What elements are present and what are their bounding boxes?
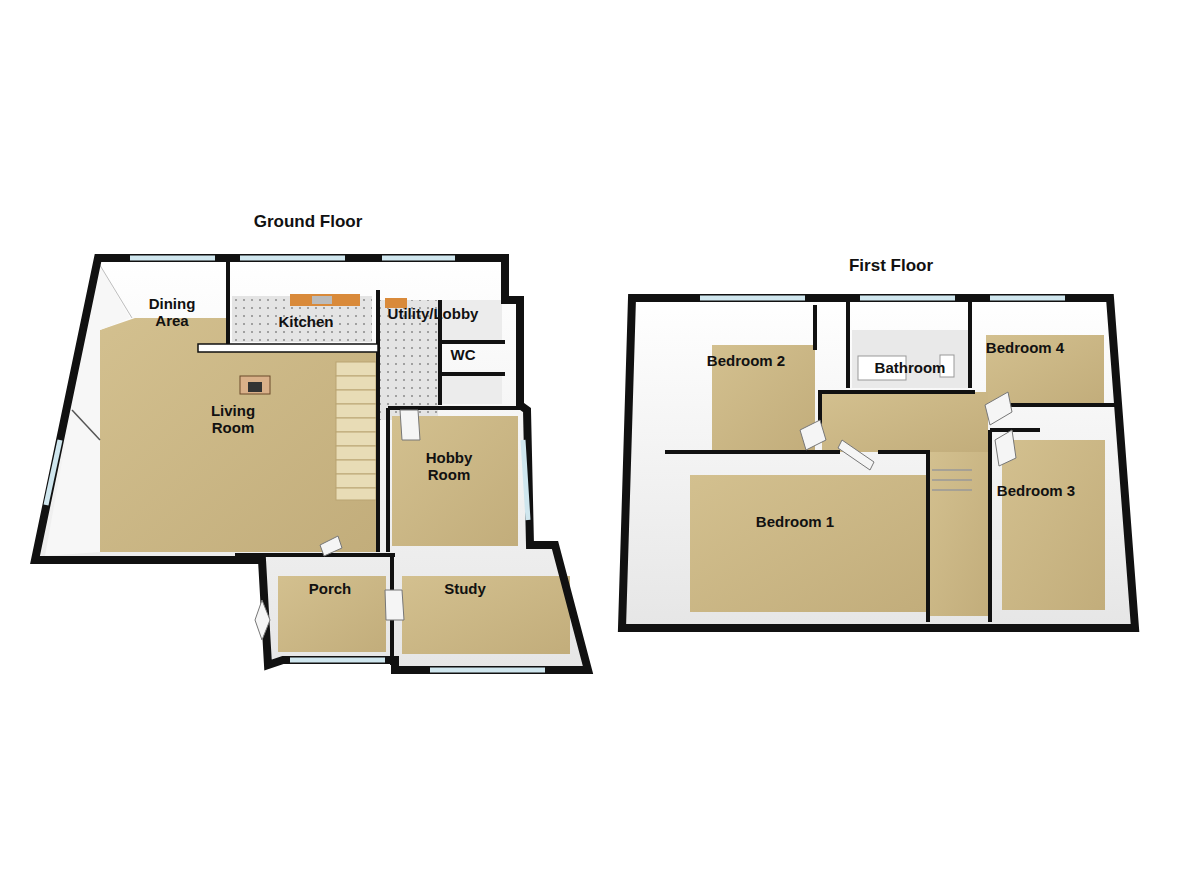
room-area: Kitchen (230, 262, 376, 346)
room-label: Living Room (198, 402, 268, 437)
room-area: Porch (268, 557, 390, 657)
floor-area: Ground FloorDining AreaLiving RoomKitche… (30, 205, 592, 675)
room-area: Bedroom 1 (665, 454, 926, 624)
room-area: Hobby Room (390, 410, 520, 550)
room-area: Bedroom 2 (683, 303, 813, 451)
room-area: Bedroom 3 (992, 432, 1110, 622)
room-area: Bathroom (850, 303, 968, 389)
room-label: Dining Area (137, 295, 207, 330)
room-label: WC (451, 346, 476, 363)
room-label: Bathroom (875, 359, 946, 376)
room-area: Study (394, 557, 576, 662)
room-label: Bedroom 1 (756, 513, 835, 530)
room-label: Bedroom 2 (707, 352, 786, 369)
room-label: Bedroom 3 (997, 482, 1076, 499)
room-area: WC (442, 344, 504, 374)
room-area: Bedroom 4 (972, 303, 1108, 403)
room-area: Dining AreaLiving Room (100, 262, 378, 554)
floor-heading: Ground Floor (254, 212, 363, 232)
room-label: Kitchen (278, 313, 334, 330)
room-area: Utility/Lobby (380, 262, 506, 342)
room-label: Porch (309, 580, 352, 597)
room-label: Utility/Lobby (388, 305, 479, 322)
floor-area: First FloorBedroom 2 Bathroom Bedroom 4 Bed… (618, 252, 1140, 632)
room-label: Hobby Room (414, 449, 484, 484)
room-label: Bedroom 4 (986, 339, 1065, 356)
floor-heading: First Floor (849, 256, 934, 276)
room-label: Study (444, 580, 486, 597)
